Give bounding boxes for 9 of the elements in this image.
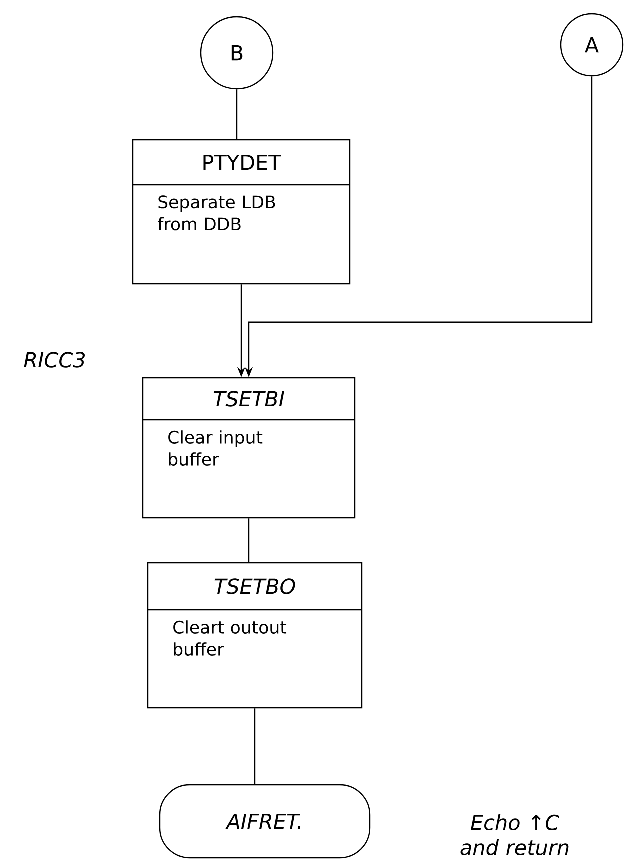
connector-line	[236, 90, 238, 140]
process-box: TSETBO Cleart outout buffer	[147, 562, 363, 709]
process-box: TSETBI Clear input buffer	[142, 377, 356, 519]
side-note: Echo ↑C and return	[460, 814, 569, 856]
side-note: RICC3	[24, 352, 85, 368]
process-box: PTYDET Separate LDB from DDB	[132, 139, 351, 285]
connector-line	[254, 708, 256, 784]
terminal-box: AIFRET.	[159, 784, 371, 859]
connector-line	[248, 518, 250, 562]
